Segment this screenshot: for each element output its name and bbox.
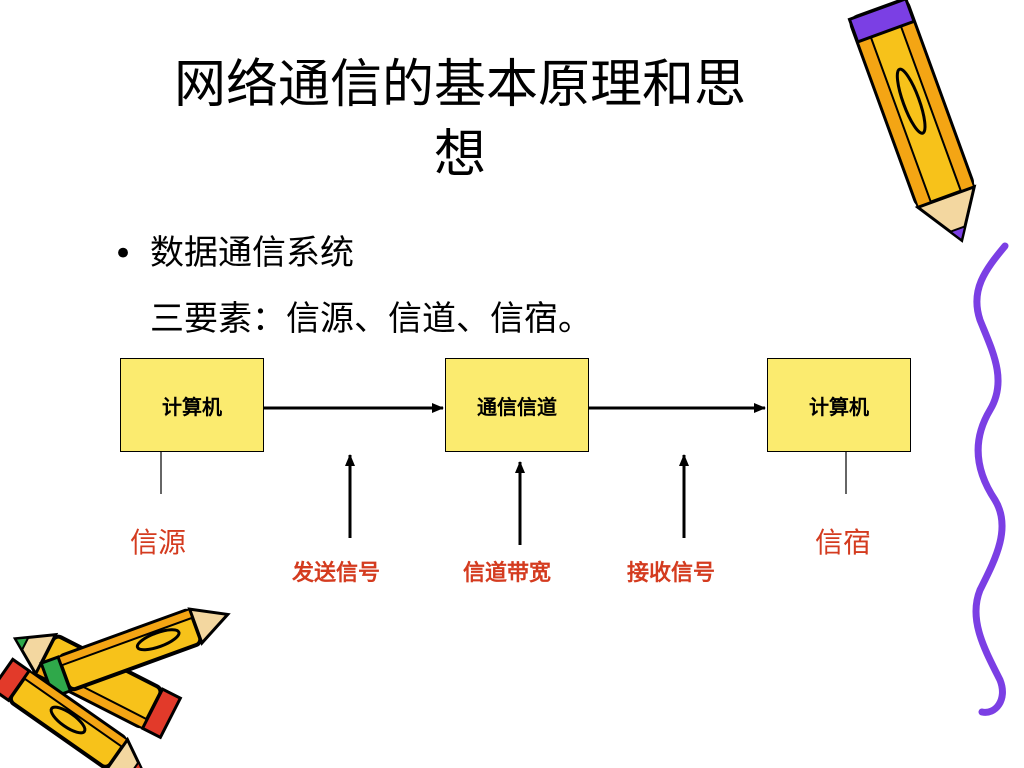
node-computer-sink-label: 计算机 bbox=[809, 394, 869, 419]
label-receive-signal: 接收信号 bbox=[627, 561, 716, 586]
slide-title-line-1: 网络通信的基本原理和思 bbox=[173, 55, 746, 115]
bullet-marker: • bbox=[113, 234, 134, 274]
label-bandwidth: 信道带宽 bbox=[463, 561, 552, 586]
node-computer-source-label: 计算机 bbox=[162, 394, 222, 419]
bullet-subtext: 三要素：信源、信道、信宿。 bbox=[150, 299, 592, 339]
node-channel-label: 通信信道 bbox=[477, 394, 557, 419]
slide-title-line-2: 想 bbox=[433, 125, 486, 185]
label-source: 信源 bbox=[130, 526, 187, 559]
slide-title: 网络通信的基本原理和思 想 bbox=[100, 50, 820, 190]
node-computer-source: 计算机 bbox=[120, 358, 264, 452]
label-send-signal: 发送信号 bbox=[292, 561, 381, 586]
node-channel: 通信信道 bbox=[445, 358, 589, 452]
bullet-heading: 数据通信系统 bbox=[150, 233, 354, 273]
node-computer-sink: 计算机 bbox=[767, 358, 911, 452]
label-sink: 信宿 bbox=[815, 526, 872, 559]
